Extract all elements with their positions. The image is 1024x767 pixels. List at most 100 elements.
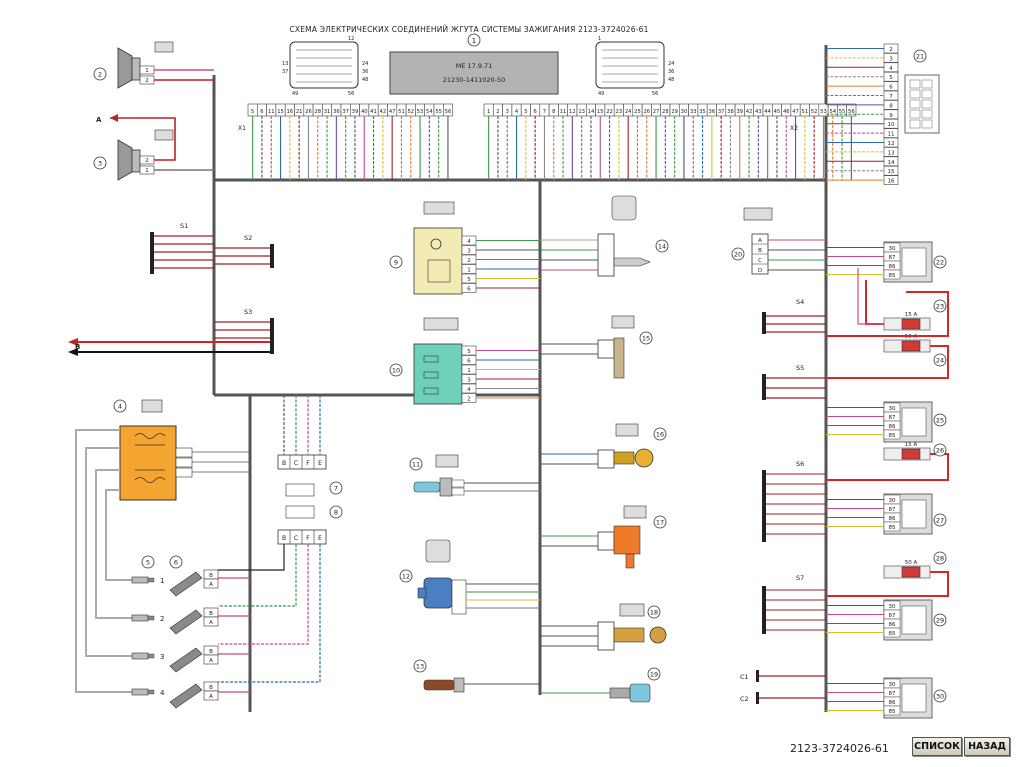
spark-plug <box>131 576 149 584</box>
x2-pin: 45 <box>774 109 781 115</box>
callout-number: 21 <box>916 53 924 61</box>
x21-pin: 14 <box>888 160 895 166</box>
x21-pin: 10 <box>888 122 895 128</box>
injector <box>169 647 203 673</box>
cylinder-number: 1 <box>160 577 164 585</box>
x2-pin: 25 <box>634 109 641 115</box>
list-button[interactable]: СПИСОК <box>912 737 962 756</box>
fuses: 15 A50 A15 A50 A <box>883 312 931 579</box>
svg-text:B: B <box>209 573 213 579</box>
x1-pin: 31 <box>324 109 331 115</box>
relay-pin-label: 30 <box>889 682 896 688</box>
x2-pin: 6 <box>533 109 536 115</box>
x1-pin: 15 <box>277 109 284 115</box>
callout-number: 12 <box>402 573 410 581</box>
x2-pin: 29 <box>671 109 678 115</box>
splice-label: S3 <box>244 308 252 316</box>
back-button[interactable]: НАЗАД <box>964 737 1010 756</box>
svg-text:A: A <box>209 582 213 588</box>
spark-plug <box>131 614 149 622</box>
ground-label: C2 <box>740 695 749 703</box>
ground-label: C1 <box>740 673 749 681</box>
x1-pin: 16 <box>287 109 294 115</box>
callout-number: 28 <box>936 555 944 563</box>
relay-pin-label: 86 <box>889 622 896 628</box>
diagram-title: СХЕМА ЭЛЕКТРИЧЕСКИХ СОЕДИНЕНИЙ ЖГУТА СИС… <box>289 25 648 34</box>
x1-pin: 21 <box>296 109 303 115</box>
splice-label: S5 <box>796 364 804 372</box>
x1-pin: 6 <box>260 109 263 115</box>
svg-text:B: B <box>758 248 762 254</box>
fuse-rating: 15 A <box>905 442 918 448</box>
svg-text:6: 6 <box>467 359 471 365</box>
relay-pin-label: 30 <box>889 406 896 412</box>
fuse <box>901 318 921 330</box>
high-voltage-leads <box>75 429 132 693</box>
ecu-connector-a: 13 37 24 36 48 49 56 12 <box>282 36 368 97</box>
relay-pin-label: 87 <box>889 613 896 619</box>
callout-number: 19 <box>650 671 658 679</box>
spark-plug <box>131 688 149 696</box>
svg-text:C: C <box>758 258 762 264</box>
callout-number: 25 <box>936 417 944 425</box>
callout-number: 24 <box>936 357 944 365</box>
callout-number: 15 <box>642 335 650 343</box>
pin-label-36: 36 <box>362 69 368 75</box>
maf-sensor-12 <box>417 539 540 615</box>
grounds <box>756 670 826 704</box>
callout-number: 5 <box>146 559 150 567</box>
relay-pin-label: 85 <box>889 273 896 279</box>
relay-pin-label: 85 <box>889 433 896 439</box>
svg-text:B: B <box>209 685 213 691</box>
callout-number: 14 <box>658 243 666 251</box>
pin-label-36b: 36 <box>668 69 674 75</box>
x2-pin: 23 <box>616 109 623 115</box>
x2-pin: 24 <box>625 109 632 115</box>
x1-pin: 26 <box>305 109 312 115</box>
x2-pin: 51 <box>802 109 809 115</box>
connector-x2-label: X2 <box>790 125 798 132</box>
svg-text:C: C <box>294 535 298 542</box>
arrow-b-label: B <box>75 343 80 351</box>
x2-pin: 47 <box>792 109 799 115</box>
fuse-rating: 50 A <box>905 560 918 566</box>
relay-pin-label: 87 <box>889 415 896 421</box>
pin-label-24: 24 <box>362 61 368 67</box>
x2-pin: 8 <box>552 109 555 115</box>
x1-pin: 47 <box>389 109 396 115</box>
relay-pin-label: 86 <box>889 700 896 706</box>
x21-pin: 15 <box>888 169 895 175</box>
sensor-15 <box>540 315 635 379</box>
cylinder-number: 3 <box>160 653 164 661</box>
callout-number: 7 <box>334 485 338 493</box>
x2-pin: 15 <box>597 109 604 115</box>
sensor-18 <box>540 603 667 651</box>
sensor-16 <box>540 423 654 469</box>
ecu-module: ME 17.9.71 21230-1411020-50 1 <box>389 33 559 95</box>
callout-number: 13 <box>416 663 424 671</box>
x21-pin: 3 <box>889 56 893 62</box>
svg-text:A: A <box>758 238 762 244</box>
relay-pin-label: 87 <box>889 255 896 261</box>
svg-text:1: 1 <box>467 268 471 274</box>
callout-number: 16 <box>656 431 664 439</box>
splice-label: S4 <box>796 298 804 306</box>
ignition-coil-4 <box>119 399 250 501</box>
callout-number: 20 <box>734 251 742 259</box>
svg-text:2: 2 <box>145 78 149 84</box>
pin-label-24b: 24 <box>668 61 674 67</box>
x21-pin: 2 <box>889 47 893 53</box>
svg-text:B: B <box>209 611 213 617</box>
x2-pin: 4 <box>515 109 519 115</box>
svg-text:B: B <box>282 460 286 467</box>
injector-harness <box>218 395 321 693</box>
splice-s3 <box>68 318 274 356</box>
x1-pin: 40 <box>361 109 368 115</box>
svg-text:C: C <box>294 460 298 467</box>
arrow-a-label: A <box>96 116 102 124</box>
x2-pin: 46 <box>783 109 790 115</box>
